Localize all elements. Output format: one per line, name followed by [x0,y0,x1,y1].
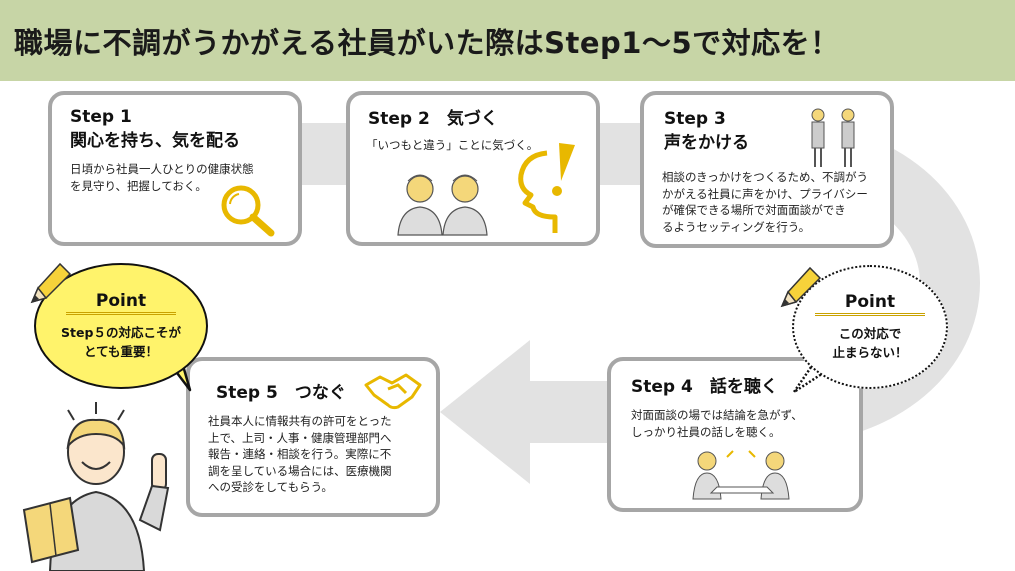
two-people-icon [397,174,488,236]
page-title: 職場に不調がうかがえる社員がいた際はStep1～5で対応を！ [14,25,840,60]
point-text-line: この対応で [838,326,902,341]
two-people-talking-icon [811,108,855,167]
presenter-illustration [22,402,170,571]
step-5-card: Step 5 つなぐ 社員本人に情報共有の許可をとった 上で、上司・人事・健康管… [186,357,440,517]
step-4-label: Step 4 話を聴く [631,377,778,397]
point-text-line: Step５の対応こそが [61,325,181,340]
step-4-desc-line: しっかり社員の話しを聴く。 [631,424,781,439]
pencil-icon [780,266,822,308]
step-5-desc-line: 上で、上司・人事・健康管理部門へ [208,430,392,445]
step-4-desc: 対面面談の場では結論を急がず、 しっかり社員の話しを聴く。 [631,407,803,440]
step-5-desc-line: への受診をしてもらう。 [208,480,333,494]
step-2-card: Step 2 気づく 「いつもと違う」ことに気づく。 [346,91,600,246]
point-text-line: 止まらない！ [832,345,908,360]
step-3-desc-line: かがえる社員に声をかけ、プライバシー [662,186,868,201]
step-5-label: Step 5 つなぐ [216,383,346,403]
point-text-left: Step５の対応こそが とても重要！ [61,323,181,361]
step-4-desc-line: 対面面談の場では結論を急がず、 [631,408,803,422]
step-2-desc: 「いつもと違う」ことに気づく。 [366,137,538,154]
step-1-heading: 関心を持ち、気を配る [70,131,240,151]
title-bar: 職場に不調がうかがえる社員がいた際はStep1～5で対応を！ [0,0,1015,81]
point-bubble-right: Point この対応で 止まらない！ [792,265,948,389]
step-5-desc-line: 社員本人に情報共有の許可をとった [208,414,392,428]
step-1-label: Step 1 [70,107,132,127]
step-3-desc-line: が確保できる場所で対面面談ができ [662,203,846,217]
step-3-desc-line: るようセッティングを行う。 [662,219,811,234]
magnifier-icon [221,185,275,237]
step-5-desc-line: 報告・連絡・相談を行う。実際に不 [208,447,392,461]
step-2-label: Step 2 気づく [368,109,498,129]
point-text-line: とても重要！ [83,344,158,359]
point-bubble-left: Point Step５の対応こそが とても重要！ [34,263,208,389]
step-3-desc-line: 相談のきっかけをつくるため、不調がう [662,170,868,184]
step-3-label: Step 3 [664,109,726,129]
head-exclamation-icon [518,143,575,233]
pencil-icon [30,262,72,304]
step-2-desc-line: 「いつもと違う」ことに気づく。 [366,138,539,152]
handshake-icon [364,373,422,410]
step-5-desc: 社員本人に情報共有の許可をとった 上で、上司・人事・健康管理部門へ 報告・連絡・… [208,413,392,496]
point-label-left: Point [65,291,177,315]
meeting-table-icon [692,450,790,500]
step-1-desc-line: を見守り、把握しておく。 [70,178,207,193]
point-label-right: Point [814,292,926,316]
step-4-card: Step 4 話を聴く 対面面談の場では結論を急がず、 しっかり社員の話しを聴く… [607,357,863,512]
step-1-card: Step 1 関心を持ち、気を配る 日頃から社員一人ひとりの健康状態 を見守り、… [48,91,302,246]
step-3-card: Step 3 声をかける 相談のきっかけをつくるため、不調がう かがえる社員に声… [640,91,894,248]
step-5-desc-line: 調を呈している場合には、医療機関 [208,463,392,478]
step-1-desc: 日頃から社員一人ひとりの健康状態 を見守り、把握しておく。 [70,161,254,194]
step-3-desc: 相談のきっかけをつくるため、不調がう かがえる社員に声をかけ、プライバシー が確… [662,169,868,235]
step-1-desc-line: 日頃から社員一人ひとりの健康状態 [70,162,254,176]
point-text-right: この対応で 止まらない！ [832,324,907,362]
step-3-heading: 声をかける [664,133,749,153]
